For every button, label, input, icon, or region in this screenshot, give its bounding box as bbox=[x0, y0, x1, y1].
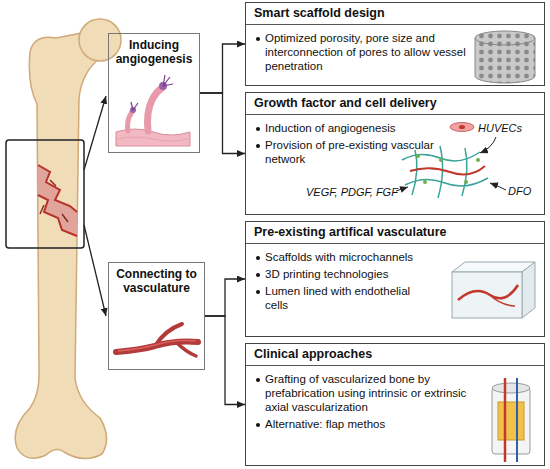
strategy-box: Connecting to vasculature bbox=[108, 262, 205, 370]
microchannel-block-icon bbox=[452, 272, 522, 318]
strategy-box: Inducing angiogenesis bbox=[108, 33, 200, 153]
pointer-arrow bbox=[84, 96, 106, 170]
bullet-text: Optimized porosity, pore size and interc… bbox=[254, 31, 470, 73]
branching-vessel-icon bbox=[116, 324, 198, 356]
branch-arrow bbox=[200, 93, 245, 154]
vascularized-graft-icon bbox=[492, 388, 530, 454]
approach-box: Clinical approachesGrafting of vasculari… bbox=[245, 343, 545, 466]
porous-scaffold-icon bbox=[475, 31, 535, 45]
hydrogel-network-icon bbox=[416, 154, 420, 158]
microchannel-block-icon bbox=[452, 262, 535, 318]
sprouting-vessel-icon bbox=[116, 75, 190, 146]
bullet-text: 3D printing technologies bbox=[254, 267, 435, 281]
branching-vessel-icon bbox=[176, 342, 196, 356]
fracture-site bbox=[38, 165, 77, 236]
bullet-text: Grafting of vascularized bone by prefabr… bbox=[254, 372, 480, 414]
femur-bone bbox=[15, 33, 106, 459]
bullet-text: Lumen lined with endothelial cells bbox=[254, 284, 435, 312]
endothelial-cell-icon bbox=[490, 183, 506, 190]
branching-vessel-icon bbox=[118, 341, 196, 352]
box-heading: Connecting to vasculature bbox=[112, 267, 201, 296]
approach-box: Smart scaffold designOptimized porosity,… bbox=[245, 2, 545, 86]
vascularized-graft-icon bbox=[516, 378, 518, 462]
branch-arrow bbox=[205, 279, 245, 316]
box-heading: Inducing angiogenesis bbox=[112, 38, 196, 67]
bullet-text: Alternative: flap methos bbox=[254, 417, 480, 431]
fracture-site bbox=[40, 180, 68, 222]
microchannel-block-icon bbox=[458, 285, 518, 300]
component-label: HUVECs bbox=[478, 122, 522, 135]
pointer-arrow bbox=[84, 225, 106, 316]
vascularized-graft-icon bbox=[492, 378, 530, 462]
sprouting-vessel-icon bbox=[128, 112, 133, 131]
vascularized-graft-icon bbox=[498, 402, 524, 440]
bullet-text: Scaffolds with microchannels bbox=[254, 250, 435, 264]
box-heading: Growth factor and cell delivery bbox=[246, 96, 544, 115]
endothelial-cell-icon bbox=[450, 123, 474, 132]
hydrogel-network-icon bbox=[410, 166, 485, 174]
component-label: VEGF, PDGF, FGF bbox=[306, 186, 398, 199]
microchannel-block-icon bbox=[452, 262, 535, 272]
hydrogel-network-icon bbox=[439, 158, 443, 162]
pointer-arrow bbox=[84, 96, 106, 316]
hydrogel-network-icon bbox=[476, 158, 480, 162]
vascularized-graft-icon bbox=[504, 378, 507, 462]
hydrogel-network-icon bbox=[423, 180, 427, 184]
branch-arrow bbox=[200, 44, 245, 93]
endothelial-cell-icon bbox=[459, 125, 465, 129]
endothelial-cell-icon bbox=[480, 137, 496, 153]
box-heading: Smart scaffold design bbox=[246, 6, 544, 25]
sprouting-vessel-icon bbox=[148, 88, 163, 131]
bullet-text: Induction of angiogenesis bbox=[254, 121, 435, 135]
approach-box: Growth factor and cell deliveryInduction… bbox=[245, 92, 545, 215]
microchannel-block-icon bbox=[490, 295, 515, 306]
branch-arrow bbox=[205, 316, 245, 405]
fracture-site bbox=[6, 140, 84, 248]
bullet-text: Provision of pre-existing vascular netwo… bbox=[254, 138, 435, 166]
hydrogel-network-icon bbox=[402, 146, 488, 198]
vascularized-graft-icon bbox=[492, 383, 530, 393]
hydrogel-network-icon bbox=[402, 146, 488, 198]
box-heading: Pre-existing artifical vasculature bbox=[246, 225, 544, 244]
hydrogel-network-icon bbox=[464, 180, 468, 184]
femur-bone bbox=[15, 19, 121, 459]
box-heading: Clinical approaches bbox=[246, 347, 544, 366]
microchannel-block-icon bbox=[522, 262, 535, 318]
sprouting-vessel-icon bbox=[131, 75, 173, 110]
porous-scaffold-icon bbox=[475, 31, 535, 83]
component-label: DFO bbox=[508, 185, 531, 198]
fracture-site bbox=[38, 195, 77, 236]
femur-bone bbox=[79, 19, 121, 61]
approach-box: Pre-existing artifical vasculatureScaffo… bbox=[245, 221, 545, 337]
sprouting-vessel-icon bbox=[118, 137, 188, 141]
fracture-site bbox=[6, 140, 84, 248]
